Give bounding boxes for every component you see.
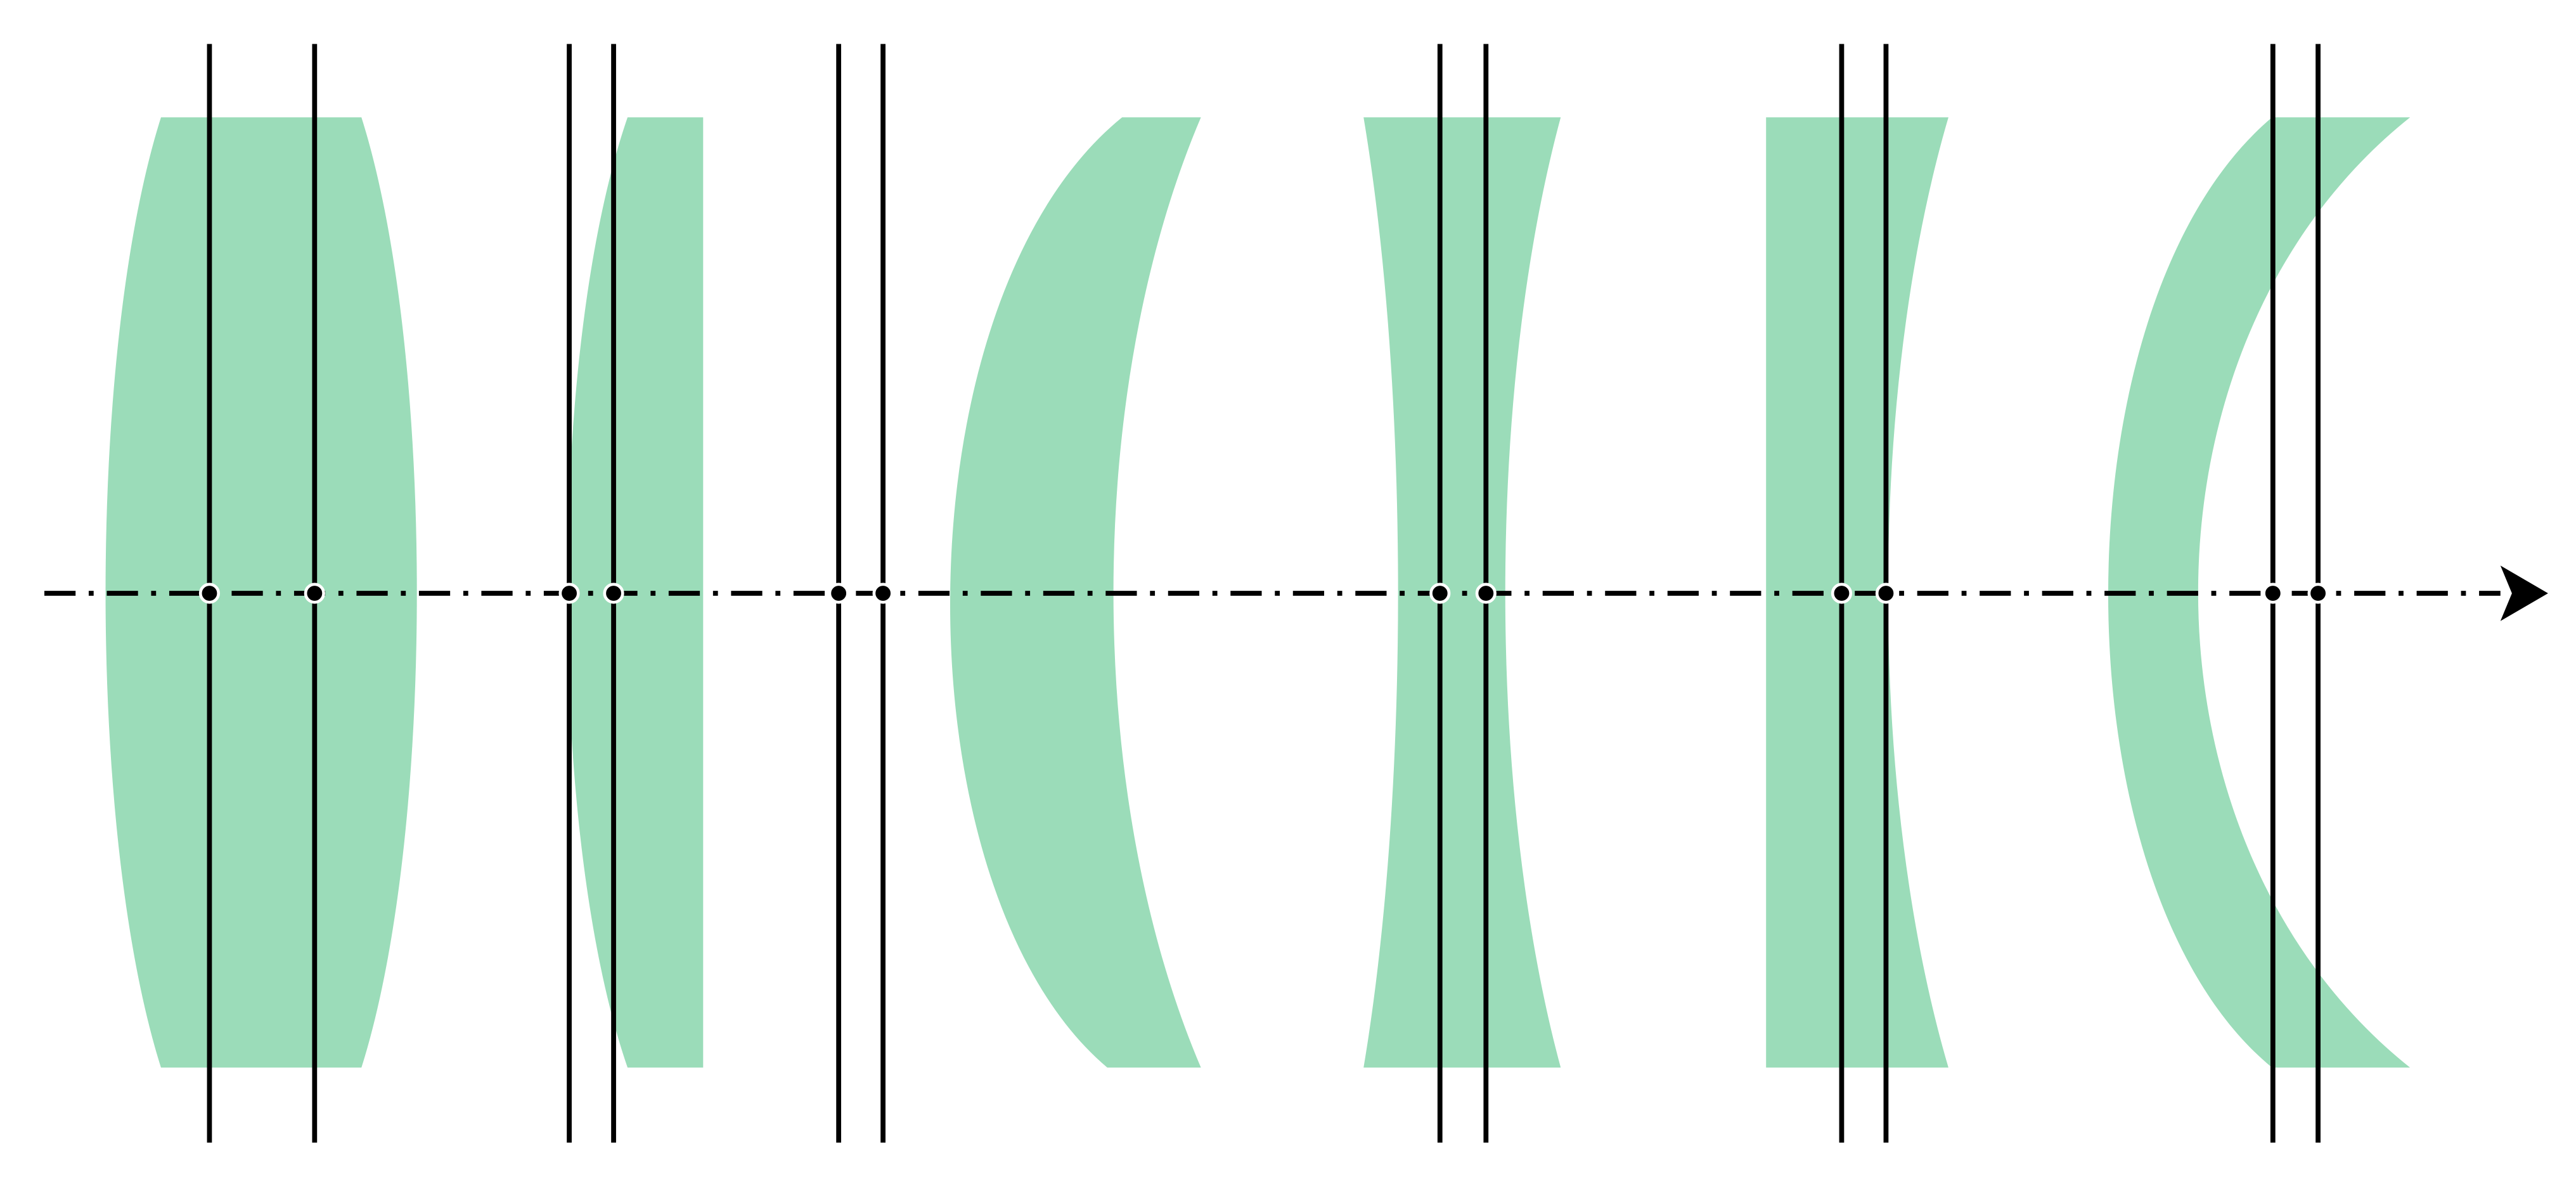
principal-point — [603, 583, 624, 604]
principal-point — [2262, 583, 2284, 604]
principal-point — [2307, 583, 2329, 604]
principal-point — [1875, 583, 1897, 604]
principal-point — [1475, 583, 1497, 604]
principal-points — [198, 583, 2329, 604]
principal-point — [1429, 583, 1451, 604]
principal-point — [304, 583, 325, 604]
principal-point — [558, 583, 580, 604]
principal-point — [872, 583, 894, 604]
principal-point — [828, 583, 849, 604]
principal-point — [198, 583, 221, 604]
axis-arrowhead — [2500, 565, 2548, 621]
negative-meniscus-lens — [2108, 117, 2411, 1068]
positive-meniscus-lens — [950, 117, 1201, 1068]
principal-point — [1831, 583, 1853, 604]
